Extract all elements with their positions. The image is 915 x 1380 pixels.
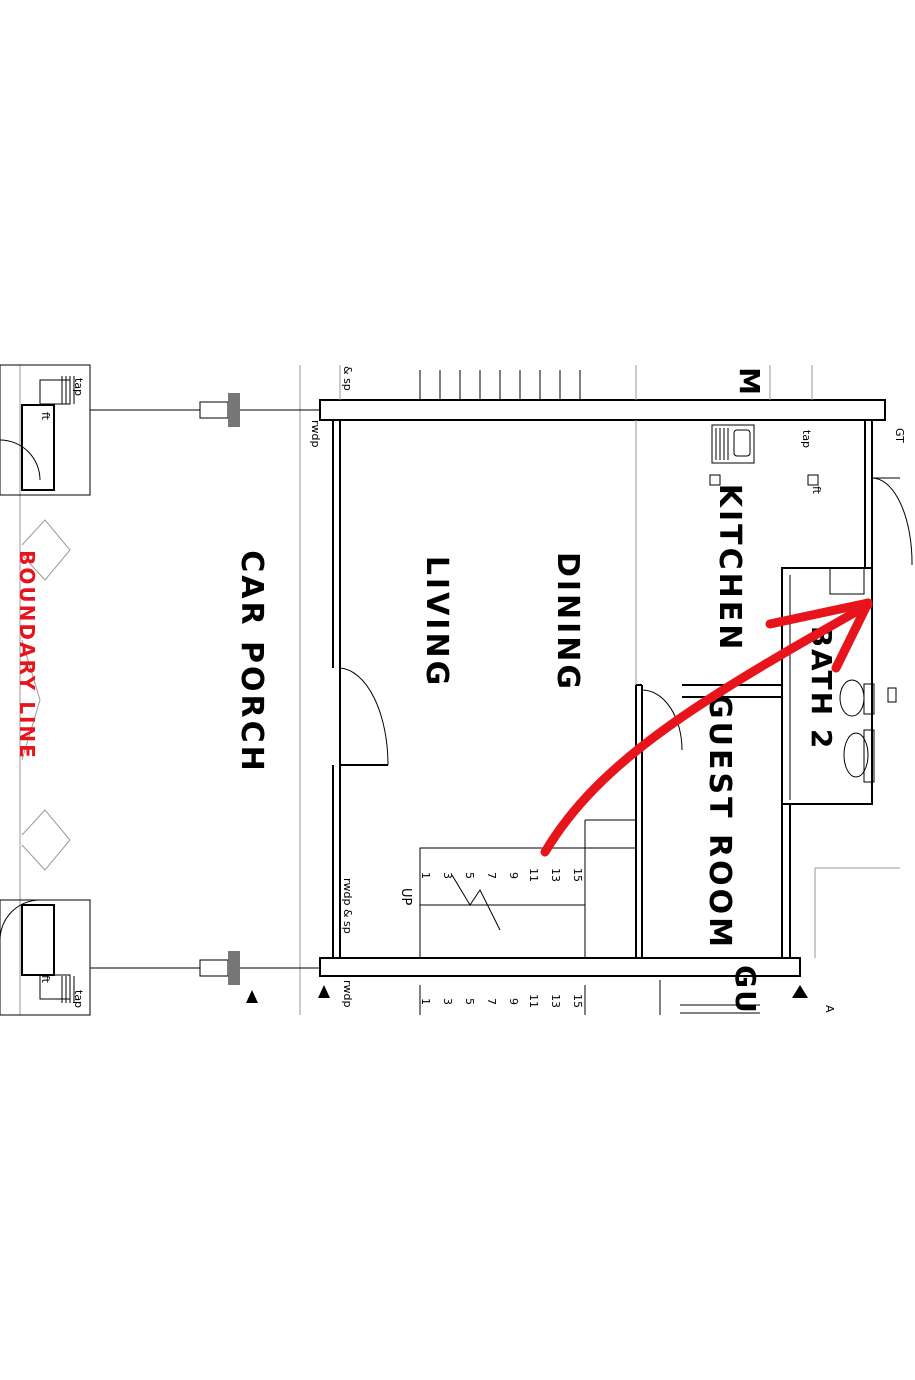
stair-number: 11 bbox=[527, 868, 540, 882]
stair-number: 1 bbox=[419, 998, 432, 1005]
stair-number: 11 bbox=[527, 994, 540, 1008]
note-tap-kitchen: tap bbox=[800, 430, 813, 448]
upper-stair-lines bbox=[419, 370, 581, 400]
neighbour-unit-top bbox=[0, 364, 91, 496]
room-label-dining: DINING bbox=[550, 552, 585, 692]
note-rwdp-sp-mid: rwdp & sp bbox=[341, 878, 354, 934]
red-arrow-head-left bbox=[765, 598, 873, 629]
stair-number: 1 bbox=[419, 872, 432, 879]
kitchen-sink-icon bbox=[711, 424, 755, 464]
stair-number: 7 bbox=[485, 998, 498, 1005]
arrow-marker-icon bbox=[246, 985, 808, 1003]
toilet-icon bbox=[839, 679, 875, 717]
note-gt: GT bbox=[893, 428, 906, 443]
room-label-car-porch: CAR PORCH bbox=[234, 550, 269, 774]
floor-trap-icon-2 bbox=[807, 474, 819, 486]
stair-number: 3 bbox=[441, 998, 454, 1005]
stair-up-label: UP bbox=[398, 888, 413, 906]
red-arrow-head-right bbox=[831, 598, 873, 673]
shower-icon bbox=[829, 567, 865, 595]
note-ft-top: ft bbox=[39, 412, 52, 421]
room-label-partial-bottom: GU bbox=[729, 965, 762, 1015]
note-tap-top: tap bbox=[72, 378, 85, 396]
red-arrow-curve bbox=[540, 600, 873, 857]
stair-number: 13 bbox=[549, 868, 562, 882]
stair-number: 9 bbox=[507, 872, 520, 879]
note-ft-bottom: ft bbox=[39, 975, 52, 984]
boundary-details bbox=[21, 519, 71, 871]
neighbour-unit-bottom bbox=[0, 899, 91, 1016]
main-staircase bbox=[419, 819, 636, 959]
note-partial-a: A bbox=[823, 1005, 836, 1013]
room-label-bath-2: BATH 2 bbox=[805, 626, 838, 751]
basin-icon bbox=[843, 729, 875, 783]
stair-number: 15 bbox=[571, 994, 584, 1008]
stair-number: 5 bbox=[463, 872, 476, 879]
floor-trap-icon bbox=[709, 474, 721, 486]
stair-number: 7 bbox=[485, 872, 498, 879]
stair-number: 3 bbox=[441, 872, 454, 879]
lower-staircase bbox=[419, 980, 760, 1015]
room-label-living: LIVING bbox=[419, 556, 454, 688]
stair-number: 15 bbox=[571, 868, 584, 882]
note-tap-bottom: tap bbox=[72, 990, 85, 1008]
wall-fitting-icon bbox=[887, 687, 897, 703]
note-sp-top: & sp bbox=[341, 366, 354, 391]
note-ft-kitchen: ft bbox=[810, 486, 823, 495]
site-lines bbox=[19, 365, 320, 1015]
room-label-partial-top: M bbox=[733, 367, 766, 397]
boundary-line-label: BOUNDARY LINE bbox=[15, 550, 39, 760]
stair-number: 9 bbox=[507, 998, 520, 1005]
stair-numbers-upper: 1 3 5 7 9 11 13 15 bbox=[419, 868, 584, 882]
room-label-guest-room: GUEST ROOM bbox=[702, 694, 737, 950]
house-walls bbox=[319, 365, 900, 977]
stair-numbers-lower: 1 3 5 7 9 11 13 15 bbox=[419, 994, 584, 1008]
red-annotation-arrows bbox=[540, 598, 873, 857]
note-rwdp-top: rwdp bbox=[309, 420, 322, 448]
room-label-kitchen: KITCHEN bbox=[712, 484, 747, 653]
gate-posts bbox=[199, 393, 240, 985]
note-rwdp-bottom: rwdp bbox=[341, 980, 354, 1008]
doors bbox=[339, 477, 913, 766]
stair-number: 5 bbox=[463, 998, 476, 1005]
stair-number: 13 bbox=[549, 994, 562, 1008]
